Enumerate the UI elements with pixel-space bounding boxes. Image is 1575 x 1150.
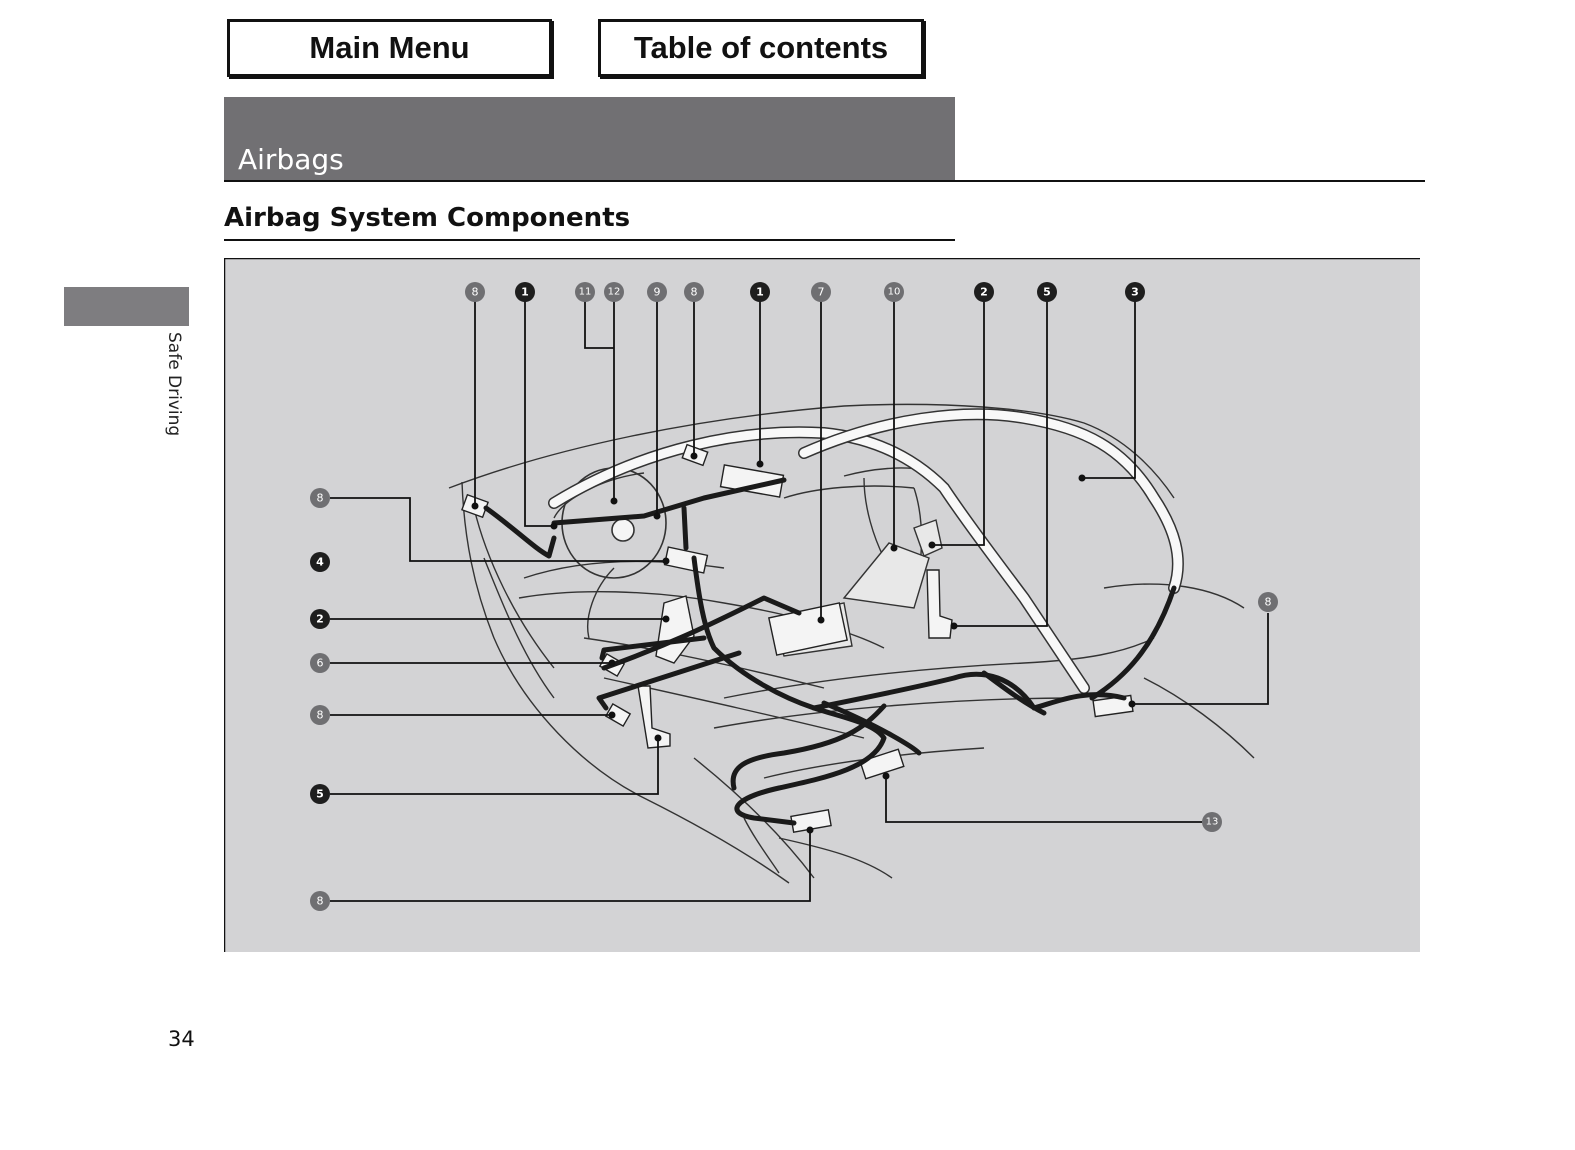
callout-number: 3 xyxy=(1131,286,1139,299)
callout-badge: 1 xyxy=(750,282,770,302)
banner-divider xyxy=(224,180,1425,182)
callout-number: 11 xyxy=(579,287,592,298)
callout-number: 8 xyxy=(1265,596,1272,609)
table-of-contents-button[interactable]: Table of contents xyxy=(598,19,924,77)
leader-endpoints xyxy=(471,452,1136,834)
callout-badge: 8 xyxy=(310,891,330,911)
airbag-components-diagram: 8 1 11 12 9 8 1 7 10 2 5 3 8 4 2 6 8 5 8… xyxy=(224,258,1420,952)
callout-number: 1 xyxy=(521,286,529,299)
callout-number: 13 xyxy=(1206,817,1219,828)
callout-badge: 8 xyxy=(310,705,330,725)
callout-badge: 8 xyxy=(310,488,330,508)
callout-badge: 8 xyxy=(465,282,485,302)
callout-badge: 9 xyxy=(647,282,667,302)
curtain-airbags xyxy=(548,408,1184,694)
section-title: Airbags xyxy=(238,143,344,176)
callout-number: 5 xyxy=(1043,286,1051,299)
heading-divider xyxy=(224,239,955,241)
callout-number: 8 xyxy=(691,286,698,299)
chapter-tab-label: Safe Driving xyxy=(164,332,184,437)
leader-lines xyxy=(330,301,1269,902)
callout-badge: 6 xyxy=(310,653,330,673)
callout-badge: 2 xyxy=(310,609,330,629)
callout-badge: 5 xyxy=(310,784,330,804)
callout-badge: 1 xyxy=(515,282,535,302)
callout-number: 8 xyxy=(317,492,324,505)
callout-badge: 10 xyxy=(884,282,904,302)
callout-number: 8 xyxy=(317,709,324,722)
wiring-harness xyxy=(483,477,1177,826)
section-banner: Airbags xyxy=(224,97,955,180)
callout-badge: 3 xyxy=(1125,282,1145,302)
callout-badge: 5 xyxy=(1037,282,1057,302)
callout-badge: 8 xyxy=(684,282,704,302)
top-callouts: 8 1 11 12 9 8 1 7 10 2 5 3 xyxy=(465,282,1145,302)
callout-badge: 13 xyxy=(1202,812,1222,832)
callout-badge: 4 xyxy=(310,552,330,572)
callout-number: 8 xyxy=(472,286,479,299)
chapter-tab xyxy=(64,287,189,326)
right-callouts: 8 13 xyxy=(1202,592,1278,832)
component-blocks xyxy=(461,443,1134,833)
callout-badge: 8 xyxy=(1258,592,1278,612)
callout-badge: 7 xyxy=(811,282,831,302)
left-callouts: 8 4 2 6 8 5 8 xyxy=(310,488,330,911)
callout-number: 5 xyxy=(316,788,324,801)
main-menu-button[interactable]: Main Menu xyxy=(227,19,552,77)
callout-number: 10 xyxy=(888,287,901,298)
callout-badge: 12 xyxy=(604,282,624,302)
callout-number: 8 xyxy=(317,895,324,908)
callout-number: 12 xyxy=(608,287,621,298)
callout-badge: 2 xyxy=(974,282,994,302)
callout-badge: 11 xyxy=(575,282,595,302)
callout-number: 9 xyxy=(654,286,661,299)
callout-number: 2 xyxy=(980,286,988,299)
callout-number: 6 xyxy=(317,657,324,670)
callout-number: 7 xyxy=(818,286,825,299)
callout-number: 2 xyxy=(316,613,324,626)
callout-number: 4 xyxy=(316,556,324,569)
page-heading: Airbag System Components xyxy=(224,203,631,233)
callout-number: 1 xyxy=(756,286,764,299)
page-number: 34 xyxy=(168,1027,195,1051)
